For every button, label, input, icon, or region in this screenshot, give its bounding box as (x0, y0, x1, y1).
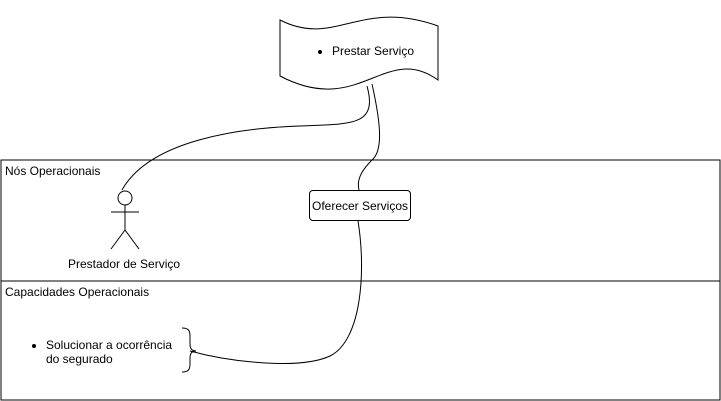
capability-bullet-item: Solucionar a ocorrência do segurado (32, 338, 172, 366)
document-shape[interactable] (279, 16, 439, 90)
document-bullet-item: Prestar Serviço (318, 44, 414, 58)
annotation-brace (181, 327, 197, 373)
capability-text: Solucionar a ocorrência do segurado (46, 338, 173, 366)
actor-label: Prestador de Serviço (68, 257, 181, 271)
operational-node-box[interactable]: Oferecer Serviços (309, 190, 411, 221)
operational-node-label: Oferecer Serviços (311, 198, 409, 213)
connector-document-actor[interactable] (121, 85, 370, 191)
connector-node-capability[interactable] (189, 220, 363, 364)
actor-stick-figure-icon[interactable] (110, 190, 140, 250)
document-text: Prestar Serviço (332, 44, 415, 58)
lane-title-operational-capabilities: Capacidades Operacionais (5, 285, 150, 299)
bullet-dot-icon (32, 344, 36, 348)
bullet-dot-icon (318, 50, 322, 54)
lane-title-operational-nodes: Nós Operacionais (5, 164, 101, 178)
connector-document-node[interactable] (357, 83, 380, 191)
lane-operational-capabilities[interactable] (0, 280, 721, 401)
